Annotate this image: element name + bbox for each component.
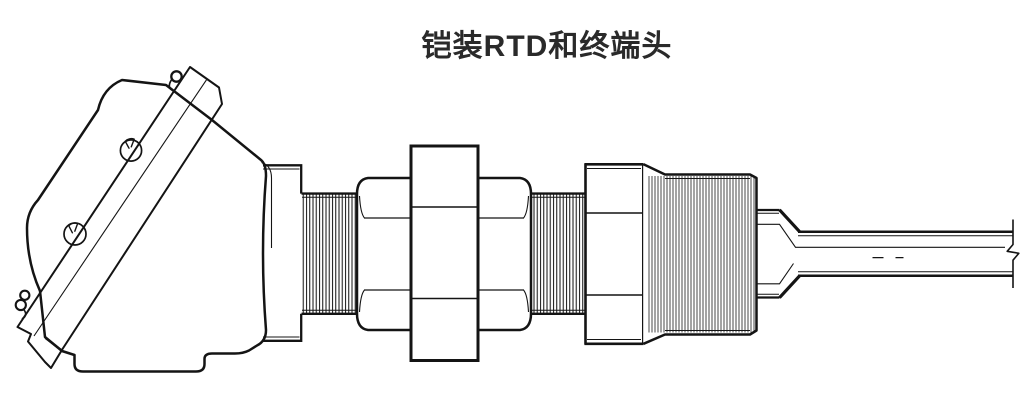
wire-clip-upper <box>168 70 183 92</box>
head-bottom-edge <box>44 337 64 353</box>
cover-bar <box>16 66 223 369</box>
threaded-section-right <box>531 192 586 315</box>
probe-sheath <box>757 208 1020 299</box>
knurled-bushing <box>642 163 758 345</box>
hex-union-nut <box>355 176 533 332</box>
cover-bar-edge-line <box>33 79 207 337</box>
probe-taper <box>778 208 801 299</box>
terminal-head <box>14 66 303 373</box>
union-center-block <box>409 144 480 362</box>
collar <box>584 163 644 346</box>
page-title: 铠装RTD和终端头 <box>421 30 673 63</box>
wire-clip-lower <box>14 289 31 320</box>
break-mark <box>1006 219 1020 288</box>
threaded-section-left <box>301 192 358 315</box>
cover-screw-upper <box>119 137 143 162</box>
neck <box>262 165 302 341</box>
cover-screw-lower <box>63 222 87 246</box>
neck-lines <box>261 161 303 342</box>
head-body <box>25 78 268 373</box>
